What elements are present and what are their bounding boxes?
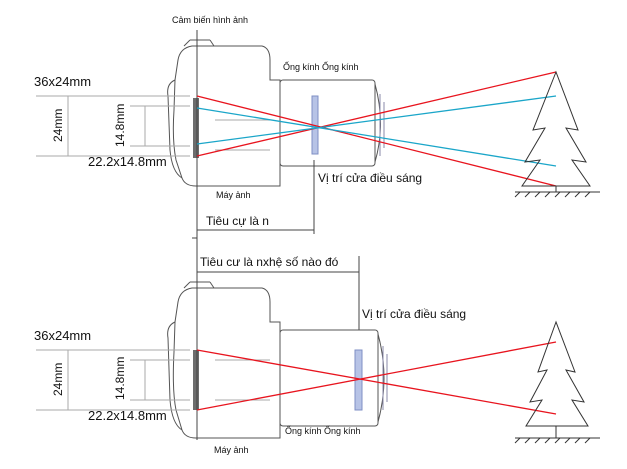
- bottom-ray-red-lower: [196, 341, 557, 411]
- top-camera-grip: [167, 79, 183, 179]
- bottom-height-crop-label: 14.8mm: [113, 357, 127, 400]
- top-aperture-label: Vị trí cửa điều sáng: [318, 171, 422, 185]
- bottom-camera-grip: [167, 321, 183, 431]
- top-ground-hatch: [514, 191, 591, 198]
- bottom-camera-label: Máy ảnh: [214, 445, 249, 455]
- top-height-full-label: 24mm: [51, 109, 65, 142]
- top-sensor-label: Cảm biến hình ảnh: [172, 15, 248, 25]
- top-ray-blue-lower: [196, 95, 557, 145]
- bottom-full-frame-label: 36x24mm: [34, 328, 91, 343]
- bottom-height-full-label: 24mm: [51, 363, 65, 396]
- top-camera-body: [172, 45, 281, 187]
- bottom-dimension-lines: [36, 349, 190, 411]
- top-ray-blue-upper: [196, 107, 557, 167]
- top-lens-label: Ống kính Ống kính: [283, 61, 359, 72]
- bottom-lens-barrel: [279, 329, 379, 427]
- top-height-crop-label: 14.8mm: [113, 104, 127, 147]
- bottom-camera: [167, 281, 388, 439]
- focal-nx-label: Tiêu cư là nxhệ số nào đó: [200, 255, 339, 269]
- bottom-aperture-label: Vị trí cửa điều sáng: [362, 307, 466, 321]
- bottom-tree: [515, 320, 600, 439]
- bottom-ray-red-upper: [196, 349, 557, 415]
- bottom-lens-label: Ống kính Ống kính: [285, 425, 361, 436]
- top-ray-red-upper: [196, 95, 557, 187]
- focal-n-label: Tiêu cự là n: [206, 214, 269, 228]
- bottom-crop-frame-label: 22.2x14.8mm: [88, 408, 167, 423]
- bottom-ground-hatch: [514, 437, 591, 444]
- top-ray-red-lower: [196, 71, 557, 157]
- bottom-image-sensor: [193, 350, 199, 410]
- top-lens-barrel: [279, 79, 376, 167]
- bottom-camera-body: [172, 287, 281, 439]
- top-camera-label: Máy ảnh: [216, 190, 251, 200]
- top-camera: [167, 39, 385, 187]
- top-image-sensor: [193, 98, 199, 158]
- top-tree: [515, 70, 600, 193]
- top-full-frame-label: 36x24mm: [34, 74, 91, 89]
- top-dimension-lines: [36, 95, 190, 157]
- top-crop-frame-label: 22.2x14.8mm: [88, 154, 167, 169]
- focal-length-markers: [192, 160, 360, 330]
